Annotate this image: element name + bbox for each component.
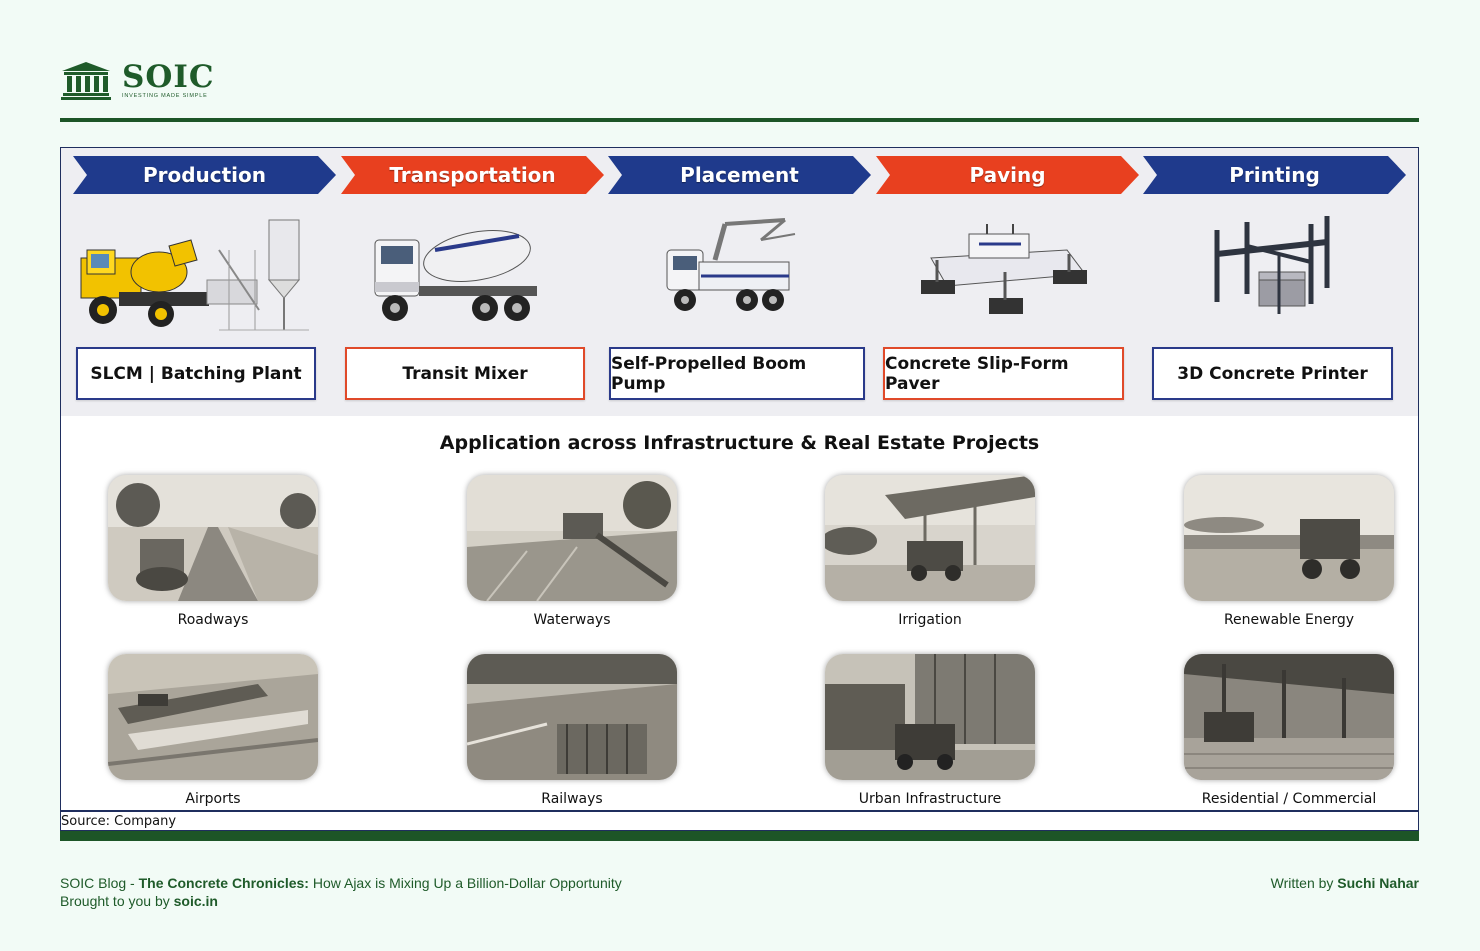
stage-label: Printing (1229, 163, 1320, 187)
blog-title: The Concrete Chronicles: (138, 875, 309, 891)
3d-concrete-printer-image (1207, 210, 1337, 340)
stage-chevron-placement: Placement (608, 156, 871, 194)
application-tile-roadways: Roadways (108, 475, 318, 628)
equipment-label-3d-printer: 3D Concrete Printer (1152, 347, 1393, 400)
application-label: Waterways (533, 612, 611, 628)
slcm-batching-plant-image (79, 210, 309, 340)
stage-label: Placement (680, 163, 799, 187)
application-tile-waterways: Waterways (467, 475, 677, 628)
application-tile-railways: Railways (467, 654, 677, 807)
stage-label: Production (142, 163, 267, 187)
stage-chevron-production: Production (73, 156, 336, 194)
footer-credits: SOIC Blog - The Concrete Chronicles: How… (60, 874, 622, 910)
blog-subtitle: How Ajax is Mixing Up a Billion-Dollar O… (308, 875, 622, 891)
value-chain-figure: Production Transportation Placement Pavi… (60, 147, 1419, 831)
stage-label: Paving (969, 163, 1046, 187)
transit-mixer-image (373, 210, 543, 340)
residential-commercial-photo (1184, 654, 1394, 780)
blog-prefix: SOIC Blog - (60, 875, 139, 891)
equipment-label-transit-mixer: Transit Mixer (345, 347, 585, 400)
irrigation-photo (825, 475, 1035, 601)
airports-photo (108, 654, 318, 780)
application-tile-airports: Airports (108, 654, 318, 807)
application-label: Irrigation (898, 612, 962, 628)
application-label: Railways (541, 791, 603, 807)
brand-name: SOIC (122, 58, 215, 95)
equipment-label-slip-form-paver: Concrete Slip-Form Paver (883, 347, 1124, 400)
urban-infrastructure-photo (825, 654, 1035, 780)
stage-chevron-paving: Paving (876, 156, 1139, 194)
stage-label: Transportation (389, 163, 556, 187)
stage-chevron-transportation: Transportation (341, 156, 604, 194)
application-label: Airports (185, 791, 241, 807)
brought-prefix: Brought to you by (60, 893, 174, 909)
application-label: Urban Infrastructure (858, 791, 1002, 807)
application-tile-residential-commercial: Residential / Commercial (1184, 654, 1394, 807)
site-link[interactable]: soic.in (173, 893, 218, 909)
application-tile-irrigation: Irrigation (825, 475, 1035, 628)
equipment-label-boom-pump: Self-Propelled Boom Pump (609, 347, 865, 400)
footer-author: Written by Suchi Nahar (1271, 874, 1419, 892)
footer-band (60, 831, 1419, 841)
application-label: Residential / Commercial (1201, 791, 1377, 807)
temple-columns-icon (61, 62, 111, 100)
source-note: Source: Company (61, 814, 177, 829)
soic-logo[interactable]: SOIC INVESTING MADE SIMPLE (60, 58, 260, 102)
brand-tagline: INVESTING MADE SIMPLE (122, 92, 208, 99)
renewable-energy-photo (1184, 475, 1394, 601)
boom-pump-image (665, 210, 800, 340)
railways-photo (467, 654, 677, 780)
written-prefix: Written by (1270, 875, 1338, 891)
roadways-photo (108, 475, 318, 601)
waterways-photo (467, 475, 677, 601)
stage-chevron-printing: Printing (1143, 156, 1406, 194)
equipment-label-slcm-batching-plant: SLCM | Batching Plant (76, 347, 316, 400)
application-tile-renewable-energy: Renewable Energy (1184, 475, 1394, 628)
application-label: Roadways (177, 612, 249, 628)
applications-title: Application across Infrastructure & Real… (439, 432, 1040, 454)
application-label: Renewable Energy (1223, 612, 1355, 628)
source-divider (61, 810, 1418, 812)
application-tile-urban-infrastructure: Urban Infrastructure (825, 654, 1035, 807)
header-divider (60, 118, 1419, 122)
slip-form-paver-image (917, 210, 1092, 340)
author-name: Suchi Nahar (1337, 875, 1419, 891)
